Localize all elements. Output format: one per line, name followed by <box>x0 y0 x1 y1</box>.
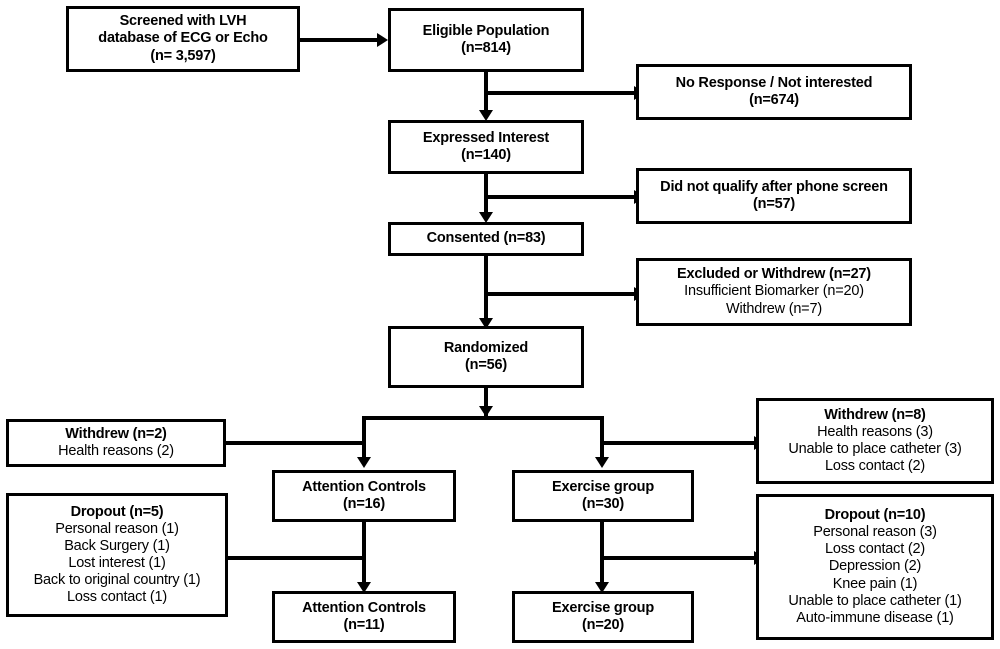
connector-to-withdrew-right <box>600 441 755 445</box>
connector-to-withdrew-left <box>226 441 364 445</box>
arrowhead-followup-left <box>357 582 371 593</box>
node-excluded-line3: Withdrew (n=7) <box>726 300 822 317</box>
node-exercise-group-final: Exercise group (n=20) <box>512 591 694 643</box>
connector-consented-to-excluded <box>484 292 635 296</box>
arrowhead-randomized-down <box>479 406 493 417</box>
node-ac-alloc-line2: (n=16) <box>343 496 385 512</box>
connector-consented-down <box>484 256 488 326</box>
node-did-not-qualify: Did not qualify after phone screen (n=57… <box>636 168 912 224</box>
node-dropout-left: Dropout (n=5) Personal reason (1) Back S… <box>6 493 228 617</box>
connector-eligible-down <box>484 72 488 118</box>
node-eligible-population: Eligible Population (n=814) <box>388 8 584 72</box>
node-withdrew-left: Withdrew (n=2) Health reasons (2) <box>6 419 226 467</box>
node-dropout-left-line5: Back to original country (1) <box>33 572 201 589</box>
node-screened-line1: Screened with LVH <box>119 13 247 30</box>
node-no-response-line2: (n=674) <box>749 92 799 108</box>
node-attention-controls-allocated: Attention Controls (n=16) <box>272 470 456 522</box>
node-withdrew-right-line2: Health reasons (3) <box>817 423 933 440</box>
node-withdrew-right-line1: Withdrew (n=8) <box>824 406 926 423</box>
arrowhead-allocation-left <box>357 457 371 468</box>
node-consented-line1: Consented (n=83) <box>426 230 546 247</box>
node-no-response: No Response / Not interested (n=674) <box>636 64 912 120</box>
connector-eligible-to-no-response <box>484 91 635 95</box>
connector-followup-left-stem <box>362 522 366 590</box>
node-ex-final-line1: Exercise group <box>552 599 654 616</box>
connector-to-dropout-left <box>228 556 364 560</box>
node-excluded-or-withdrew: Excluded or Withdrew (n=27) Insufficient… <box>636 258 912 326</box>
arrowhead-eligible-to-expressed <box>479 110 493 121</box>
node-dropout-right-line4: Depression (2) <box>828 558 922 575</box>
node-excluded-line1: Excluded or Withdrew (n=27) <box>677 266 871 283</box>
connector-randomized-split-bar <box>362 416 604 420</box>
arrowhead-consented-to-randomized <box>479 318 493 329</box>
node-dropout-right-line2: Personal reason (3) <box>813 524 937 541</box>
node-dropout-right-line6: Unable to place catheter (1) <box>788 592 962 609</box>
node-dropout-right-line5: Knee pain (1) <box>832 575 918 592</box>
node-ex-alloc-line1: Exercise group <box>552 478 654 495</box>
node-not-qualify-line1: Did not qualify after phone screen <box>660 178 888 195</box>
node-screened-line2: database of ECG or Echo <box>98 30 268 47</box>
node-ac-alloc-line1: Attention Controls <box>302 478 426 495</box>
arrowhead-expressed-to-consented <box>479 212 493 223</box>
connector-screened-to-eligible <box>300 38 378 42</box>
node-dropout-right-line1: Dropout (n=10) <box>824 507 926 524</box>
node-ex-final-line2: (n=20) <box>582 617 624 633</box>
node-expressed-line1: Expressed Interest <box>422 129 550 146</box>
node-excluded-line2: Insufficient Biomarker (n=20) <box>684 283 864 300</box>
node-dropout-left-line6: Loss contact (1) <box>67 589 167 606</box>
node-eligible-line1: Eligible Population <box>422 22 550 39</box>
node-withdrew-right-line3: Unable to place catheter (3) <box>788 441 962 457</box>
connector-allocation-right-stem <box>600 416 604 462</box>
node-withdrew-left-line1: Withdrew (n=2) <box>65 425 167 442</box>
node-dropout-left-line2: Personal reason (1) <box>55 520 179 537</box>
node-randomized: Randomized (n=56) <box>388 326 584 388</box>
node-screened: Screened with LVH database of ECG or Ech… <box>66 6 300 72</box>
node-exercise-group-allocated: Exercise group (n=30) <box>512 470 694 522</box>
node-no-response-line1: No Response / Not interested <box>675 74 873 91</box>
node-dropout-left-line3: Back Surgery (1) <box>64 537 170 554</box>
node-expressed-interest: Expressed Interest (n=140) <box>388 120 584 174</box>
node-randomized-line2: (n=56) <box>465 357 507 373</box>
node-withdrew-left-line2: Health reasons (2) <box>58 443 174 459</box>
connector-expressed-to-not-qualify <box>484 195 635 199</box>
arrowhead-screened-to-eligible <box>377 33 388 47</box>
arrowhead-followup-right <box>595 582 609 593</box>
node-dropout-right-line3: Loss contact (2) <box>825 541 925 558</box>
node-ac-final-line2: (n=11) <box>343 617 385 633</box>
node-randomized-line1: Randomized <box>443 339 529 356</box>
node-eligible-line2: (n=814) <box>461 40 511 56</box>
arrowhead-allocation-right <box>595 457 609 468</box>
node-dropout-left-line1: Dropout (n=5) <box>70 503 164 520</box>
node-expressed-line2: (n=140) <box>461 147 511 163</box>
node-ex-alloc-line2: (n=30) <box>582 496 624 512</box>
node-dropout-right: Dropout (n=10) Personal reason (3) Loss … <box>756 494 994 640</box>
connector-randomized-down <box>484 388 488 416</box>
node-ac-final-line1: Attention Controls <box>302 599 426 616</box>
node-withdrew-right-line4: Loss contact (2) <box>825 458 925 475</box>
node-not-qualify-line2: (n=57) <box>753 196 795 212</box>
node-dropout-right-line7: Auto-immune disease (1) <box>796 609 954 626</box>
node-dropout-left-line4: Lost interest (1) <box>68 555 166 571</box>
node-consented: Consented (n=83) <box>388 222 584 256</box>
connector-to-dropout-right <box>600 556 755 560</box>
connector-allocation-left-stem <box>362 416 366 462</box>
node-attention-controls-final: Attention Controls (n=11) <box>272 591 456 643</box>
node-withdrew-right: Withdrew (n=8) Health reasons (3) Unable… <box>756 398 994 484</box>
node-screened-line3: (n= 3,597) <box>150 47 216 64</box>
